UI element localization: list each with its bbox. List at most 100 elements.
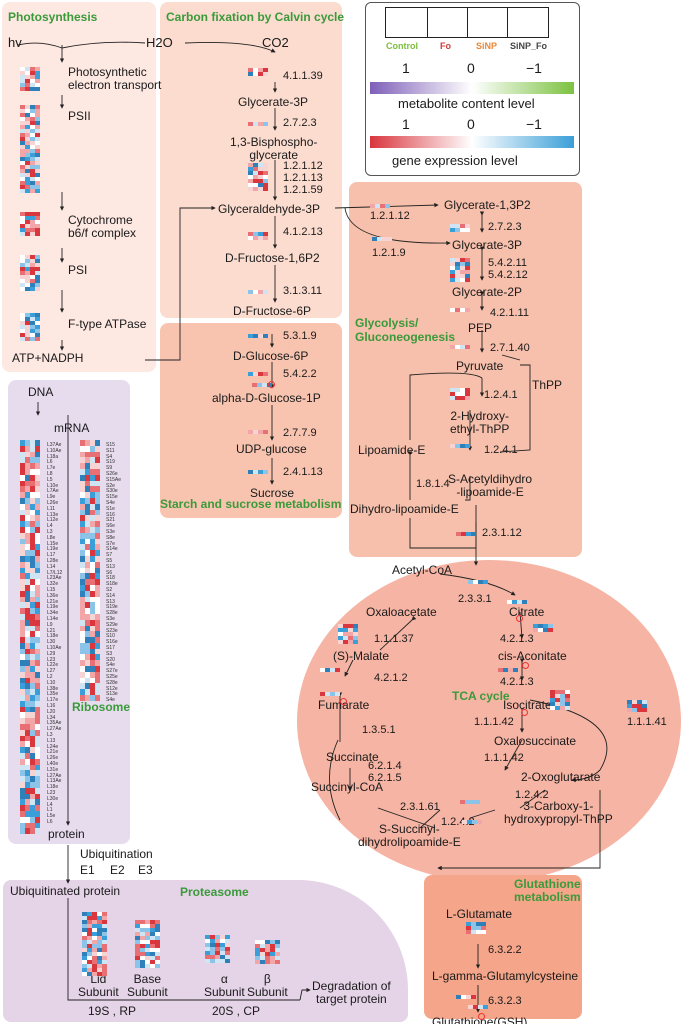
ec-1-8-1-4: 1.8.1.4 <box>416 478 450 490</box>
tca-oxaloacetate: Oxaloacetate <box>366 605 437 619</box>
starch-glucose-6p: D-Glucose-6P <box>233 349 309 363</box>
ribosome-large-protein-label: L13Ae <box>47 778 62 785</box>
legend-cell-control <box>385 7 428 38</box>
rp-label: 19S , RP <box>88 1004 137 1018</box>
ribosome-large-protein-label: L22e <box>47 662 59 669</box>
ribosome-large-protein-label: L18a <box>47 453 59 460</box>
metabolite-color-bar <box>370 82 574 94</box>
ec-1-1-1-42-a: 1.1.1.42 <box>474 716 514 728</box>
atp-nadph-label: ATP+NADPH <box>12 351 84 365</box>
ribosome-small-protein-label: S4e <box>106 662 115 669</box>
gly-pyruvate: Pyruvate <box>456 359 504 373</box>
legend-label-fo: Fo <box>440 41 451 51</box>
alpha-subunit-label: α Subunit <box>204 972 245 999</box>
legend-label-control: Control <box>386 41 418 51</box>
ec-1-2-1-9: 1.2.1.9 <box>372 247 406 259</box>
ec-1-1-1-41: 1.1.1.41 <box>627 716 667 728</box>
ribosome-small-protein-label: S7 <box>106 552 113 559</box>
ribosome-small-protein-label: S14e <box>106 546 118 553</box>
gene-scale-high: 1 <box>402 116 410 132</box>
ribosome-small-protein-label: S4e <box>106 697 115 704</box>
ribosome-small-protein-label: S16e <box>106 639 118 646</box>
ec-3-1-3-11: 3.1.3.11 <box>283 285 322 297</box>
ec-5-4-2-2-heatmap <box>248 372 268 376</box>
significant-metabolite-marker <box>521 709 528 716</box>
ribosome-large-protein-label: L17e <box>47 697 59 704</box>
ribosome-small-protein-label: S15 <box>106 442 115 448</box>
ribosome-large-protein-label: L3 <box>47 529 53 535</box>
ec-2-3-3-1: 2.3.3.1 <box>458 593 492 605</box>
tca-acetyl-coa: Acetyl-CoA <box>392 563 453 577</box>
ribosome-small-protein-label: S8e <box>106 534 115 541</box>
beta-subunit-label: β Subunit <box>247 972 288 999</box>
citrate-metabolite <box>507 600 527 604</box>
ribosome-small-protein-label: S3 <box>106 650 113 657</box>
base-subunit-heatmap <box>135 920 160 968</box>
ribosome-large-protein-label: L4 <box>47 801 53 808</box>
gly-glycerate-3p: Glycerate-3P <box>452 238 523 252</box>
ribosome-large-protein-label: L18e <box>47 633 59 640</box>
alpha-subunit-heatmap <box>205 935 230 963</box>
ribosome-large-protein-label: L4 <box>47 523 53 530</box>
ribosome-large-protein-label: L18e <box>47 784 59 791</box>
ribosome-large-protein-label: L32e <box>47 581 59 588</box>
gene-scale-title: gene expression level <box>392 153 518 168</box>
psi-heatmap <box>20 255 40 291</box>
ribosome-large-protein-label: L34 <box>47 714 56 721</box>
ribosome-large-protein-label: L36e <box>47 592 59 599</box>
starch-glucose-1p: alpha-D-Glucose-1P <box>212 391 321 405</box>
atpase-heatmap <box>20 313 40 341</box>
ec-5-3-1-9-heatmap <box>248 334 268 338</box>
gene-scale-low: −1 <box>526 116 542 132</box>
ribosome-large-protein-label: L20 <box>47 708 56 715</box>
gly-glycerate-2p: Glycerate-2P <box>452 285 523 299</box>
mrna-label: mRNA <box>54 421 90 435</box>
ec-3-1-3-11-heatmap <box>248 290 268 294</box>
ec-1-2-4-2-heatmap <box>460 800 480 804</box>
significant-metabolite-marker <box>340 698 347 705</box>
ribosome-large-protein-label: L26e <box>47 500 59 506</box>
ec-4-1-2-13-heatmap <box>248 232 268 240</box>
ec-6-3-2-3: 6.3.2.3 <box>488 995 522 1007</box>
photosynthetic-electron-transport: Photosynthetic electron transport <box>68 65 162 92</box>
cytochrome-label: Cytochrome b6/f complex <box>68 213 137 240</box>
calvin-fructose-6p: D-Fructose-6P <box>233 304 312 318</box>
ec-6-3-2-2-heatmap <box>466 922 486 934</box>
ribosome-small-protein-label: S28e <box>106 610 118 617</box>
ribosome-small-protein-label: S28e <box>106 679 118 686</box>
starch-udp-glucose: UDP-glucose <box>236 442 307 456</box>
ribosome-large-protein-label: L7Ae <box>47 488 59 495</box>
ribosome-title: Ribosome <box>72 700 131 714</box>
ec-1-1-1-42-b: 1.1.1.42 <box>484 752 524 764</box>
ec-1-2-4-1b-heatmap <box>450 444 470 448</box>
gene-scale-mid: 0 <box>467 116 475 132</box>
ribosome-small-heatmap <box>80 440 100 701</box>
ribosome-small-protein-label: S14 <box>106 592 115 599</box>
significant-metabolite-marker <box>268 381 275 388</box>
ribosome-large-protein-label: L9 <box>47 621 53 628</box>
ribosome-large-protein-label: L14 <box>47 563 56 570</box>
tca-isocitrate: Isocitrate <box>503 698 552 712</box>
glutathione-panel <box>424 875 582 1019</box>
ec-1-2-4-1-b: 1.2.4.1 <box>484 444 518 456</box>
ribosome-small-protein-label: S19e <box>106 604 118 611</box>
ribosome-small-protein-label: S5 <box>106 558 113 564</box>
tca-s-malate: (S)-Malate <box>333 649 390 663</box>
ribosome-small-protein-label: S19 <box>106 459 115 466</box>
ec-2-4-1-13: 2.4.1.13 <box>283 466 323 478</box>
gapdh-heatmap <box>248 163 268 191</box>
ribosome-large-protein-label: L1 <box>47 807 53 814</box>
glycolysis-title: Glycolysis/ Gluconeogenesis <box>355 316 456 344</box>
ribosome-large-protein-label: L13 <box>47 737 56 744</box>
calvin-glycerate-3p: Glycerate-3P <box>238 95 309 109</box>
ec-4-2-1-3-a: 4.2.1.3 <box>500 633 534 645</box>
ribosome-large-protein-label: L10e <box>47 482 59 489</box>
atpase-label: F-type ATPase <box>68 317 147 331</box>
metab-scale-title: metabolite content level <box>398 96 535 111</box>
ribosome-small-protein-label: S18e <box>106 581 118 588</box>
ribosome-small-protein-label: S30e <box>106 488 118 495</box>
base-subunit-label: Base Subunit <box>127 972 168 999</box>
ribosome-large-protein-label: L24e <box>47 743 59 750</box>
ribosome-large-protein-label: L40e <box>47 761 59 767</box>
e2-label: E2 <box>110 863 125 877</box>
